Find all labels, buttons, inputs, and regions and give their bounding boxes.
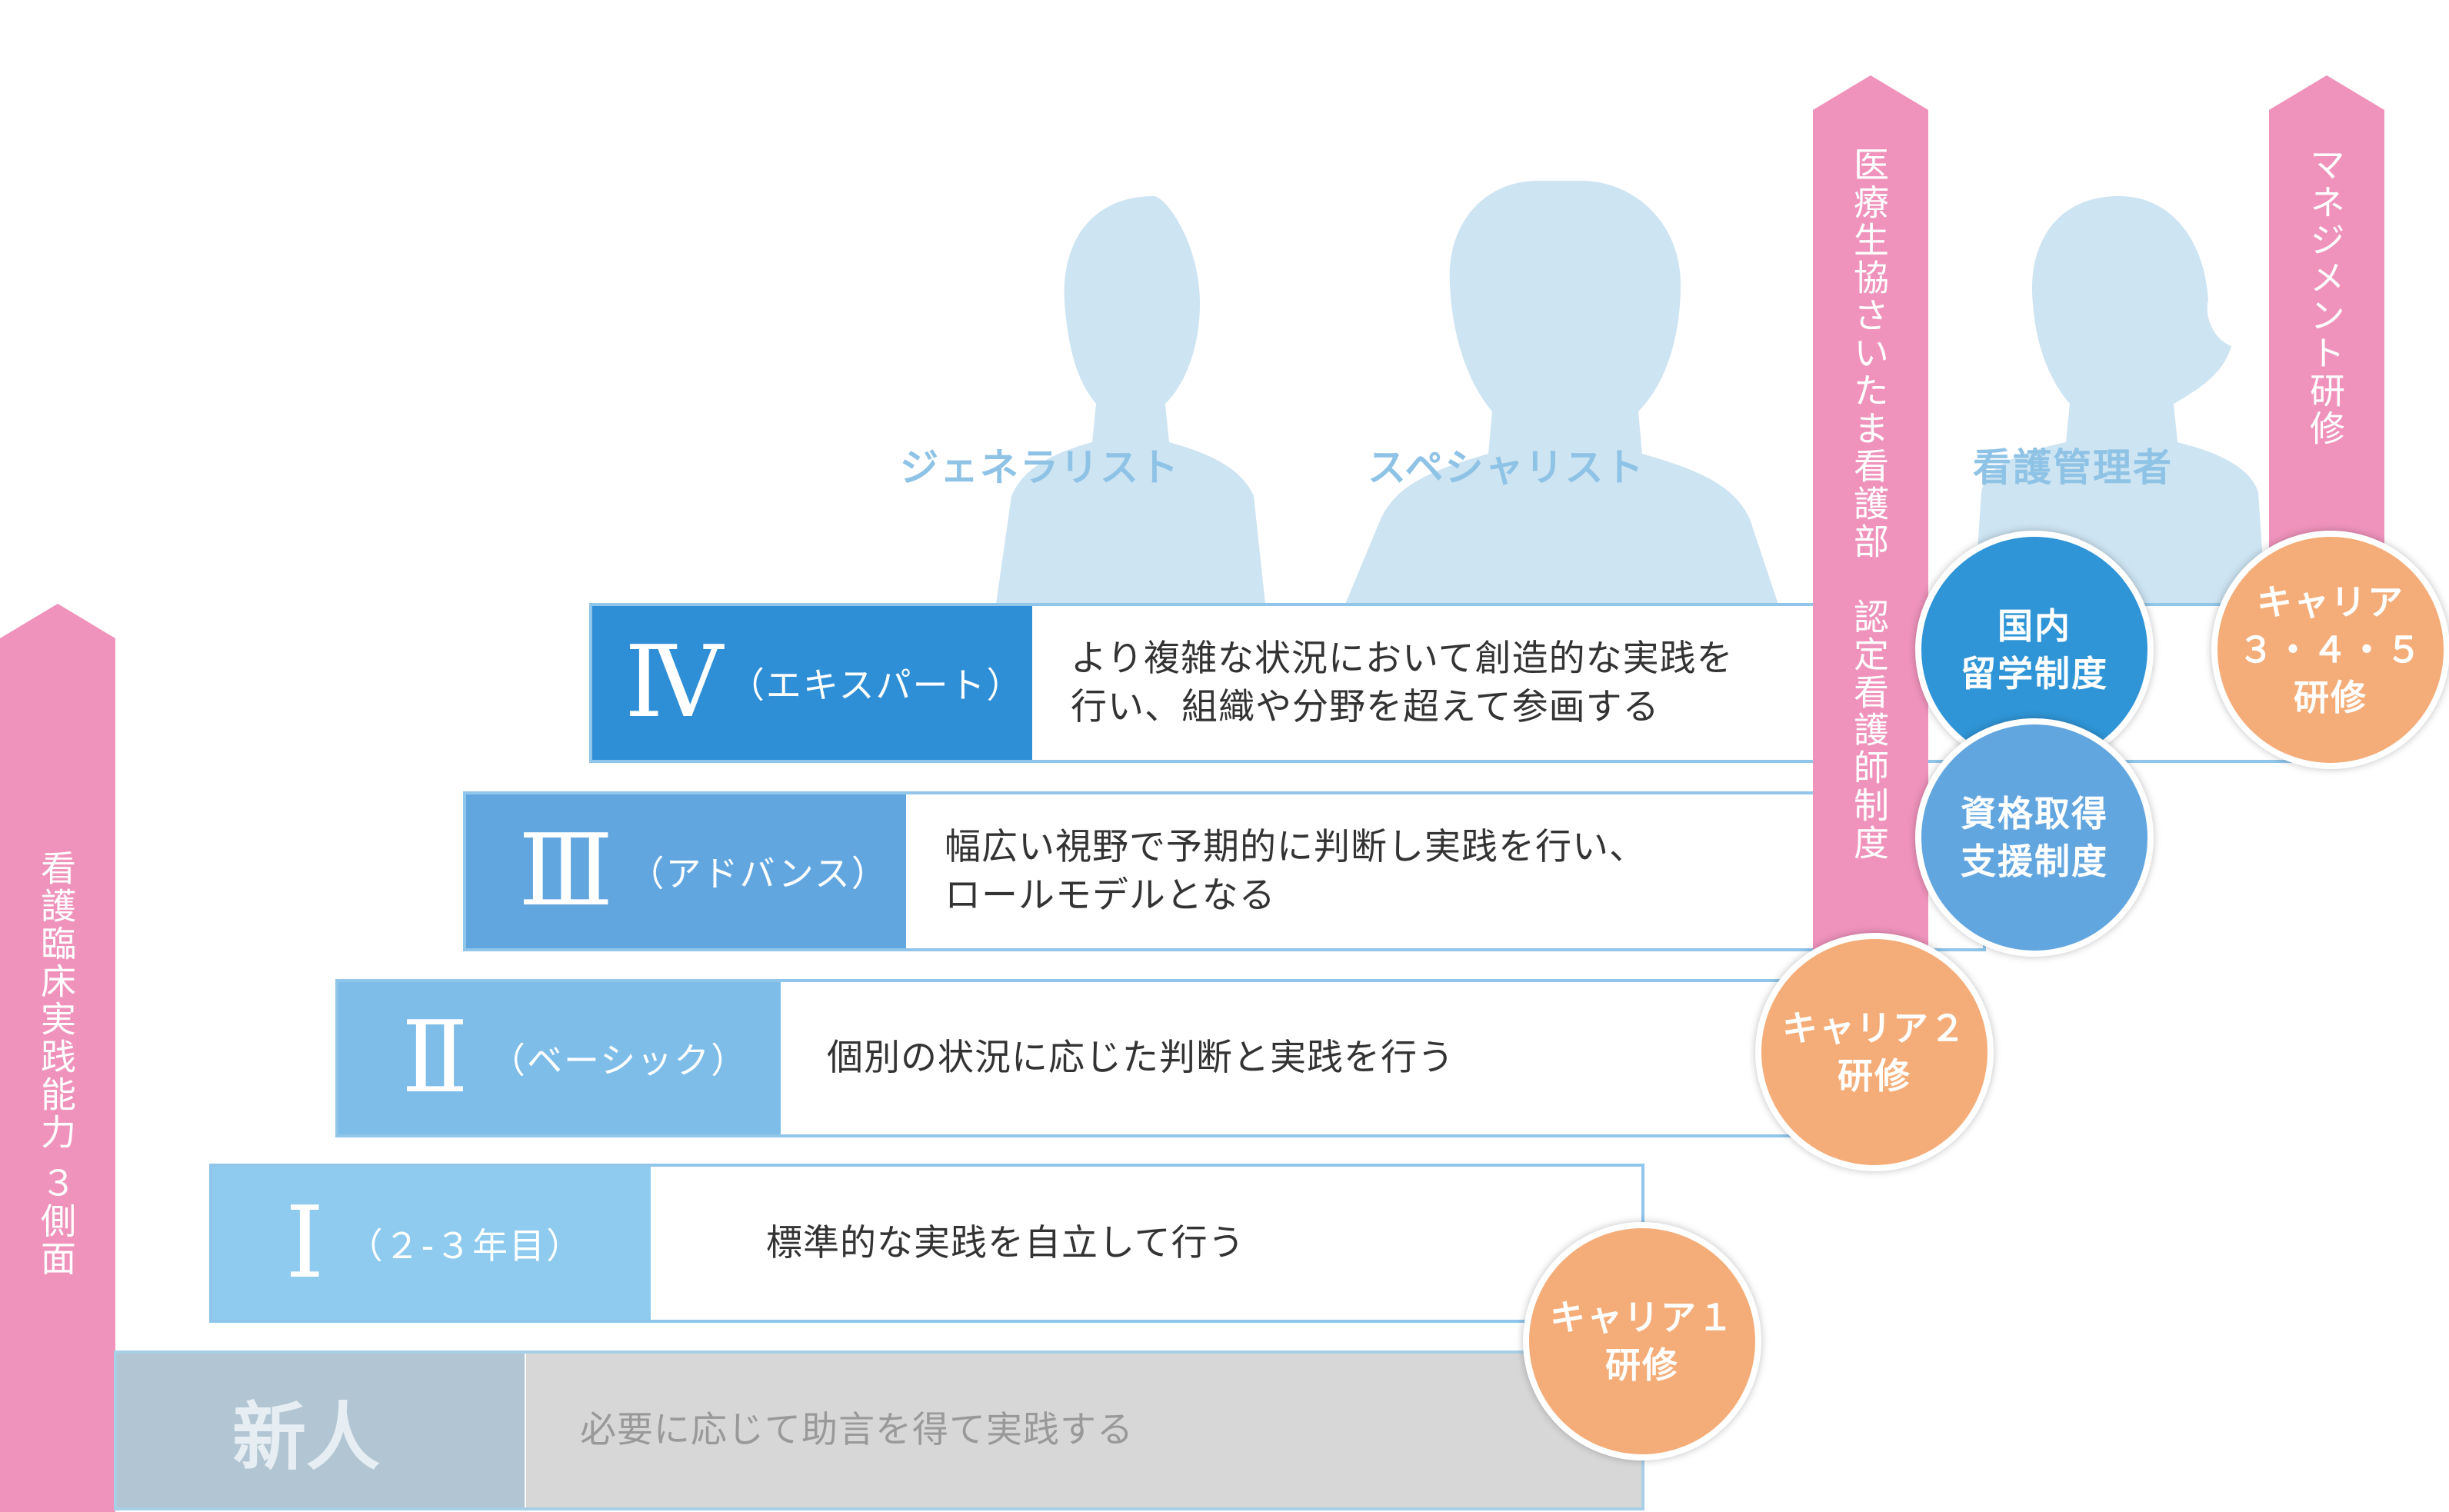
role-manager: 看護管理者: [1973, 445, 2173, 490]
level-2-numeral: Ⅱ: [402, 1001, 468, 1115]
level-3: Ⅲ （アドバンス） 幅広い視野で予期的に判断し実践を行い、 ロールモデルとなる: [463, 791, 1986, 951]
career345-circle: キャリア ３・４・５ 研修: [2211, 531, 2449, 769]
level-2: Ⅱ （ベーシック） 個別の状況に応じた判断と実践を行う: [335, 979, 1858, 1137]
career2-circle: キャリア２ 研修: [1755, 933, 1994, 1171]
level-4-desc: より複雑な状況において創造的な実践を 行い、組織や分野を超えて参画する: [1071, 637, 1734, 728]
role-specialist: スペシャリスト: [1368, 445, 1645, 490]
level-3-numeral: Ⅲ: [518, 814, 614, 928]
level-1: Ⅰ （２‐３年目） 標準的な実践を自立して行う: [209, 1164, 1644, 1323]
level-novice-desc: 必要に応じて助言を得て実践する: [526, 1354, 1641, 1507]
level-4-sub: （エキスパート）: [728, 664, 1024, 706]
specialist-silhouette: [1342, 181, 1781, 646]
qualification-support-circle: 資格取得 支援制度: [1915, 718, 2154, 957]
level-novice: 新人 必要に応じて助言を得て実践する: [114, 1350, 1644, 1510]
level-4-numeral: Ⅳ: [625, 625, 723, 740]
certified-nurse-arrow: 医療生協さいたま看護部 認定看護師制度: [1813, 75, 1928, 952]
role-generalist: ジェネラリスト: [900, 445, 1180, 490]
level-novice-title: 新人: [232, 1394, 380, 1480]
career1-circle: キャリア１ 研修: [1523, 1222, 1761, 1460]
level-1-numeral: Ⅰ: [285, 1185, 325, 1301]
level-1-desc: 標準的な実践を自立して行う: [766, 1221, 1245, 1264]
left-arrow-label: 看護臨床実践能力 ３側面: [35, 850, 77, 1278]
level-3-desc: 幅広い視野で予期的に判断し実践を行い、 ロールモデルとなる: [945, 825, 1646, 917]
level-3-sub: （アドバンス）: [628, 853, 888, 894]
manager-silhouette: [1974, 196, 2266, 631]
level-1-sub: （２‐３年目）: [347, 1224, 584, 1267]
left-clinical-arrow: 看護臨床実践能力 ３側面: [0, 604, 115, 1512]
management-label: マネジメント研修: [2304, 146, 2346, 448]
level-2-desc: 個別の状況に応じた判断と実践を行う: [827, 1037, 1454, 1080]
level-2-sub: （ベーシック）: [490, 1040, 748, 1081]
management-arrow: マネジメント研修: [2269, 75, 2384, 621]
certified-nurse-label: 医療生協さいたま看護部 認定看護師制度: [1848, 146, 1890, 862]
generalist-silhouette: [996, 196, 1265, 634]
